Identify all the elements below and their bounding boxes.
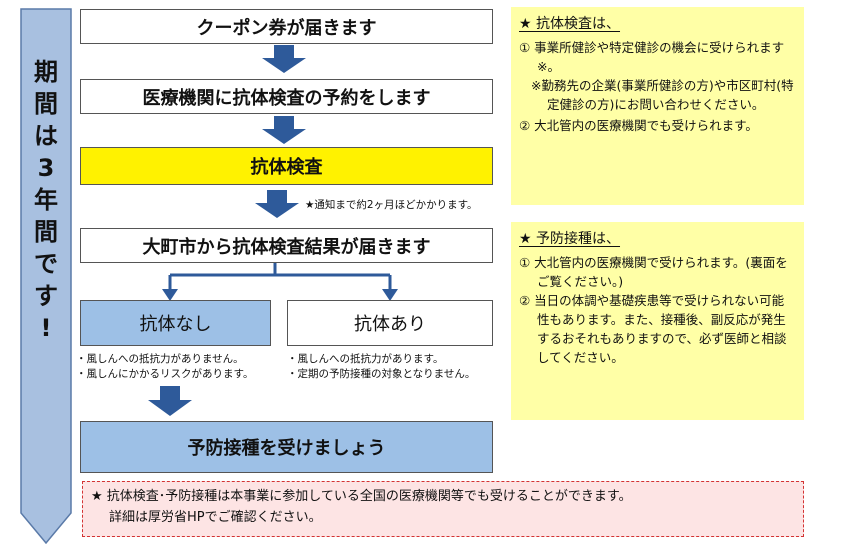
side-char: 間 [34, 90, 58, 118]
none-note: ・風しんへの抵抗力がありません。 [76, 353, 244, 365]
footer-line-1: ★ 抗体検査･予防接種は本事業に参加している全国の医療機関等でも受けることができ… [91, 489, 632, 504]
step-result-label: 大町市から抗体検査結果が届きます [142, 236, 431, 258]
result-none-label: 抗体なし [139, 314, 212, 335]
footer-line-2: 詳細は厚労省HPでご確認ください。 [109, 510, 322, 525]
side-char: 期 [34, 58, 58, 86]
yes-note: ・風しんへの抵抗力があります。 [287, 353, 444, 365]
result-none-notes: ・風しんへの抵抗力がありません。 ・風しんにかかるリスクがあります。 [76, 352, 286, 382]
info-test-item-1-note: ※勤務先の企業(事業所健診の方)や市区町村(特定健診の方)にお問い合わせください… [531, 78, 794, 112]
side-char: は [34, 122, 58, 150]
none-note: ・風しんにかかるリスクがあります。 [76, 368, 254, 380]
side-char: 間 [34, 218, 58, 246]
side-char: す [34, 282, 58, 310]
step-coupon-box: クーポン券が届きます [80, 9, 493, 44]
info-vaccine-item-2: ② 当日の体調や基礎疾患等で受けられない可能性もあります。また、接種後、副反応が… [519, 293, 787, 365]
step-result-box: 大町市から抗体検査結果が届きます [80, 228, 493, 263]
side-banner-text: 期 間 は 3 年 間 で す ! [20, 56, 72, 344]
info-test-box: ★ 抗体検査は、 ① 事業所健診や特定健診の機会に受けられます※。 ※勤務先の企… [511, 7, 804, 205]
step-reserve-label: 医療機関に抗体検査の予約をします [142, 87, 431, 109]
side-char: で [34, 250, 58, 278]
down-arrow-3 [255, 190, 299, 218]
side-char: 3 [37, 154, 55, 182]
result-yes-notes: ・風しんへの抵抗力があります。 ・定期の予防接種の対象となりません。 [287, 352, 509, 382]
step-reserve-box: 医療機関に抗体検査の予約をします [80, 79, 493, 114]
step-test-note: ★通知まで約2ヶ月ほどかかります。 [305, 199, 478, 211]
side-char: ! [40, 314, 52, 342]
step-vaccinate-box: 予防接種を受けましょう [80, 421, 493, 473]
step-vaccinate-label: 予防接種を受けましょう [187, 438, 386, 459]
result-none-box: 抗体なし [80, 300, 271, 346]
footer-note-box: ★ 抗体検査･予防接種は本事業に参加している全国の医療機関等でも受けることができ… [82, 481, 804, 537]
result-yes-label: 抗体あり [354, 314, 426, 335]
down-arrow-2 [262, 116, 306, 144]
info-test-item-2: ② 大北管内の医療機関でも受けられます。 [519, 118, 758, 133]
info-test-item-1: ① 事業所健診や特定健診の機会に受けられます※。 [519, 40, 785, 74]
result-yes-box: 抗体あり [287, 300, 493, 346]
info-vaccine-item-1: ① 大北管内の医療機関で受けられます。(裏面をご覧ください。) [519, 255, 788, 289]
info-vaccine-box: ★ 予防接種は、 ① 大北管内の医療機関で受けられます。(裏面をご覧ください。)… [511, 222, 804, 420]
info-vaccine-title: ★ 予防接種は、 [519, 231, 621, 247]
side-char: 年 [34, 186, 58, 214]
info-test-title: ★ 抗体検査は、 [519, 16, 621, 32]
down-arrow-1 [262, 45, 306, 73]
side-banner-shape [20, 8, 72, 544]
step-coupon-label: クーポン券が届きます [196, 17, 377, 39]
down-arrow-4 [148, 386, 192, 416]
yes-note: ・定期の予防接種の対象となりません。 [287, 368, 476, 380]
step-test-label: 抗体検査 [250, 157, 323, 178]
branch-connector [162, 263, 398, 301]
step-test-box: 抗体検査 [80, 147, 493, 185]
